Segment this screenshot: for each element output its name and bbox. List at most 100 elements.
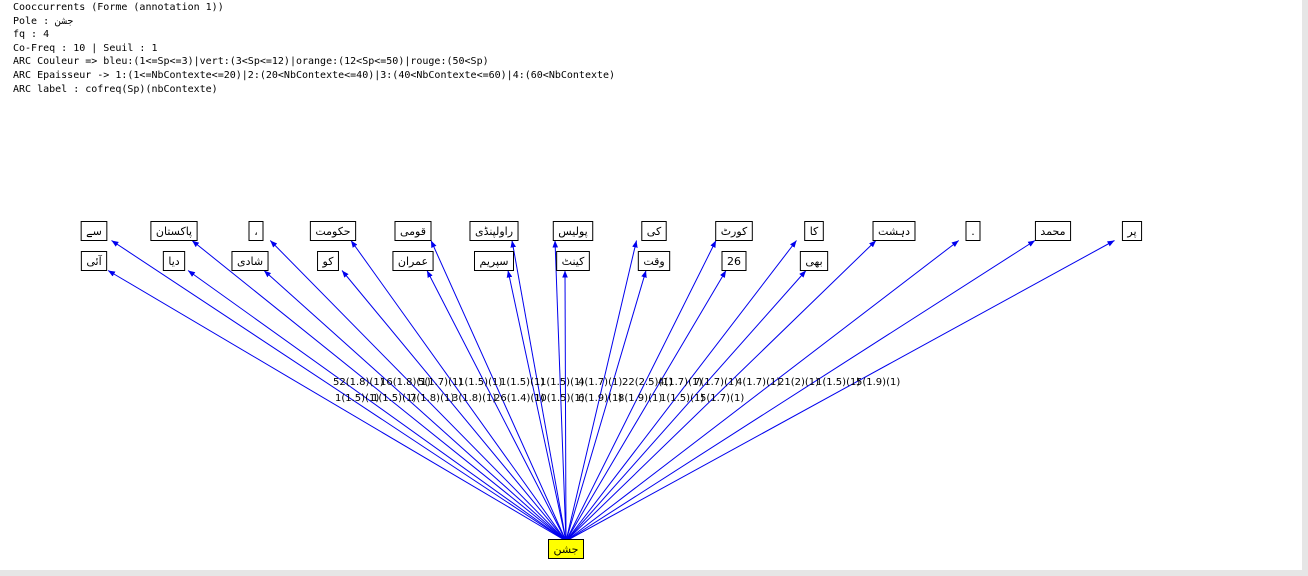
arc-label-layer: 52(1.8)(1)16(1.8)(1)5(1.7)(1)1(1.5)(1)1(… <box>333 377 900 404</box>
second-node-3-label: شادی <box>237 255 263 268</box>
arc-label-upper-11: 4(1.7)(1) <box>736 377 780 388</box>
top-node-11: دہشت <box>872 221 916 241</box>
arc-label-lower-4: 3(1.8)(1) <box>452 393 496 404</box>
top-node-4: حکومت <box>309 221 357 241</box>
arc-to-top-node-8 <box>565 240 638 542</box>
second-node-10-label: بھی <box>805 255 822 268</box>
arc-label-lower-8: 8(1.9)(1) <box>618 393 662 404</box>
arc-to-top-node-13 <box>565 240 1036 542</box>
top-node-3-label: ، <box>254 225 258 238</box>
arc-label-lower-10: 5(1.7)(1) <box>700 393 744 404</box>
second-node-10: بھی <box>799 251 829 271</box>
header-arc-color-legend: ARC Couleur => bleu:(1<=Sp<=3)|vert:(3<S… <box>13 56 489 68</box>
arc-layer <box>107 240 1115 542</box>
top-node-4-label: حکومت <box>315 225 350 238</box>
top-node-7-label: پولیس <box>558 225 587 238</box>
second-node-6-label: سپریم <box>480 255 509 268</box>
second-node-7: کینٹ <box>556 251 590 271</box>
top-node-2-label: پاکستان <box>156 225 192 238</box>
node-layer: سے پاکستان ، حکومت قومی راولپنڈی پولیس کی کورٹ کا… <box>80 221 1143 559</box>
top-node-8-label: کی <box>647 225 662 238</box>
second-node-3: شادی <box>231 251 269 271</box>
top-node-14-label: پر <box>1126 225 1136 238</box>
top-node-1: سے <box>80 221 108 241</box>
arc-to-top-node-2 <box>191 240 567 542</box>
arc-to-second-node-6 <box>506 270 567 542</box>
arc-label-upper-13: 1(1.5)(1) <box>816 377 860 388</box>
arc-label-lower-1: 1(1.5)(1) <box>335 393 379 404</box>
arc-label-upper-9: 4(1.7)(1) <box>658 377 702 388</box>
second-node-9-label: 26 <box>727 255 741 268</box>
arc-to-second-node-3 <box>263 270 567 542</box>
arc-label-upper-7: 4(1.7)(1) <box>578 377 622 388</box>
arc-label-upper-2: 16(1.8)(1) <box>380 377 431 388</box>
arc-label-upper-10: 7(1.7)(1) <box>694 377 738 388</box>
top-node-7: پولیس <box>552 221 594 241</box>
arc-to-second-node-5 <box>426 270 567 542</box>
top-node-12: . <box>965 221 981 241</box>
top-node-12-label: . <box>971 225 975 238</box>
arc-to-second-node-8 <box>565 270 647 542</box>
top-node-13: محمد <box>1034 221 1072 241</box>
second-node-8: وقت <box>637 251 671 271</box>
arc-to-top-node-5 <box>430 240 567 542</box>
arc-to-second-node-1 <box>107 270 567 542</box>
top-node-2: پاکستان <box>150 221 198 241</box>
arc-to-top-node-10 <box>565 240 797 542</box>
arc-label-upper-8: 22(2.5)(1) <box>622 377 673 388</box>
top-node-13-label: محمد <box>1040 225 1065 238</box>
second-node-1: آئی <box>80 251 108 271</box>
arc-to-top-node-9 <box>565 240 717 542</box>
arc-label-upper-1: 52(1.8)(1) <box>333 377 384 388</box>
arc-label-lower-5: 26(1.4)(1) <box>494 393 545 404</box>
arc-to-second-node-4 <box>341 270 567 542</box>
arc-label-upper-6: 1(1.5)(1) <box>540 377 584 388</box>
second-node-2-label: دیا <box>168 255 179 268</box>
arc-label-lower-6: 10(1.5)(1) <box>534 393 585 404</box>
second-node-2: دیا <box>162 251 186 271</box>
header-title: Cooccurrents (Forme (annotation 1)) <box>13 2 224 13</box>
second-node-5-label: عمران <box>398 255 428 268</box>
header-frequency: fq : 4 <box>13 29 50 41</box>
top-node-1-label: سے <box>86 225 102 238</box>
arc-label-upper-14: 5(1.9)(1) <box>856 377 900 388</box>
header-arc-thickness-legend: ARC Epaisseur -> 1:(1<=NbContexte<=20)|2… <box>13 69 616 81</box>
top-node-9: کورٹ <box>715 221 753 241</box>
second-node-4-label: کو <box>322 255 335 268</box>
arc-to-second-node-7 <box>562 270 568 542</box>
top-node-5-label: قومی <box>400 225 426 238</box>
arc-to-second-node-10 <box>565 270 807 542</box>
pole-node: جشن <box>548 539 584 559</box>
arc-label-lower-9: 1(1.5)(1) <box>660 393 704 404</box>
top-node-6-label: راولپنڈی <box>475 225 513 238</box>
arc-to-top-node-6 <box>510 240 567 542</box>
header-arc-label-legend: ARC label : cofreq(Sp)(nbContexte) <box>13 83 218 95</box>
header-pole: Pole : جشن <box>13 15 74 27</box>
arc-label-lower-2: 1(1.5)(1) <box>372 393 416 404</box>
top-node-14: پر <box>1121 221 1143 241</box>
arc-label-upper-5: 1(1.5)(1) <box>500 377 544 388</box>
second-node-9: 26 <box>721 251 747 271</box>
top-node-3: ، <box>248 221 264 241</box>
top-node-9-label: کورٹ <box>721 225 748 238</box>
arc-label-upper-3: 5(1.7)(1) <box>418 377 462 388</box>
arc-to-top-node-14 <box>565 240 1115 542</box>
arc-label-lower-7: 6(1.9)(1) <box>578 393 622 404</box>
arc-to-top-node-4 <box>350 240 567 542</box>
second-node-6: سپریم <box>474 251 514 271</box>
top-node-11-label: دہشت <box>878 225 910 238</box>
second-node-1-label: آئی <box>86 254 102 268</box>
arc-to-second-node-9 <box>565 270 727 542</box>
second-node-4: کو <box>317 251 339 271</box>
arc-to-second-node-2 <box>187 270 567 542</box>
top-node-10-label: کا <box>810 225 819 238</box>
second-node-7-label: کینٹ <box>562 255 585 268</box>
arc-label-upper-12: 21(2)(1) <box>778 377 819 388</box>
arc-to-top-node-11 <box>565 240 877 542</box>
arc-to-top-node-12 <box>565 240 960 542</box>
arc-label-upper-4: 1(1.5)(1) <box>458 377 502 388</box>
second-node-5: عمران <box>392 251 434 271</box>
pole-node-label: جشن <box>554 543 579 556</box>
top-node-6: راولپنڈی <box>469 221 519 241</box>
